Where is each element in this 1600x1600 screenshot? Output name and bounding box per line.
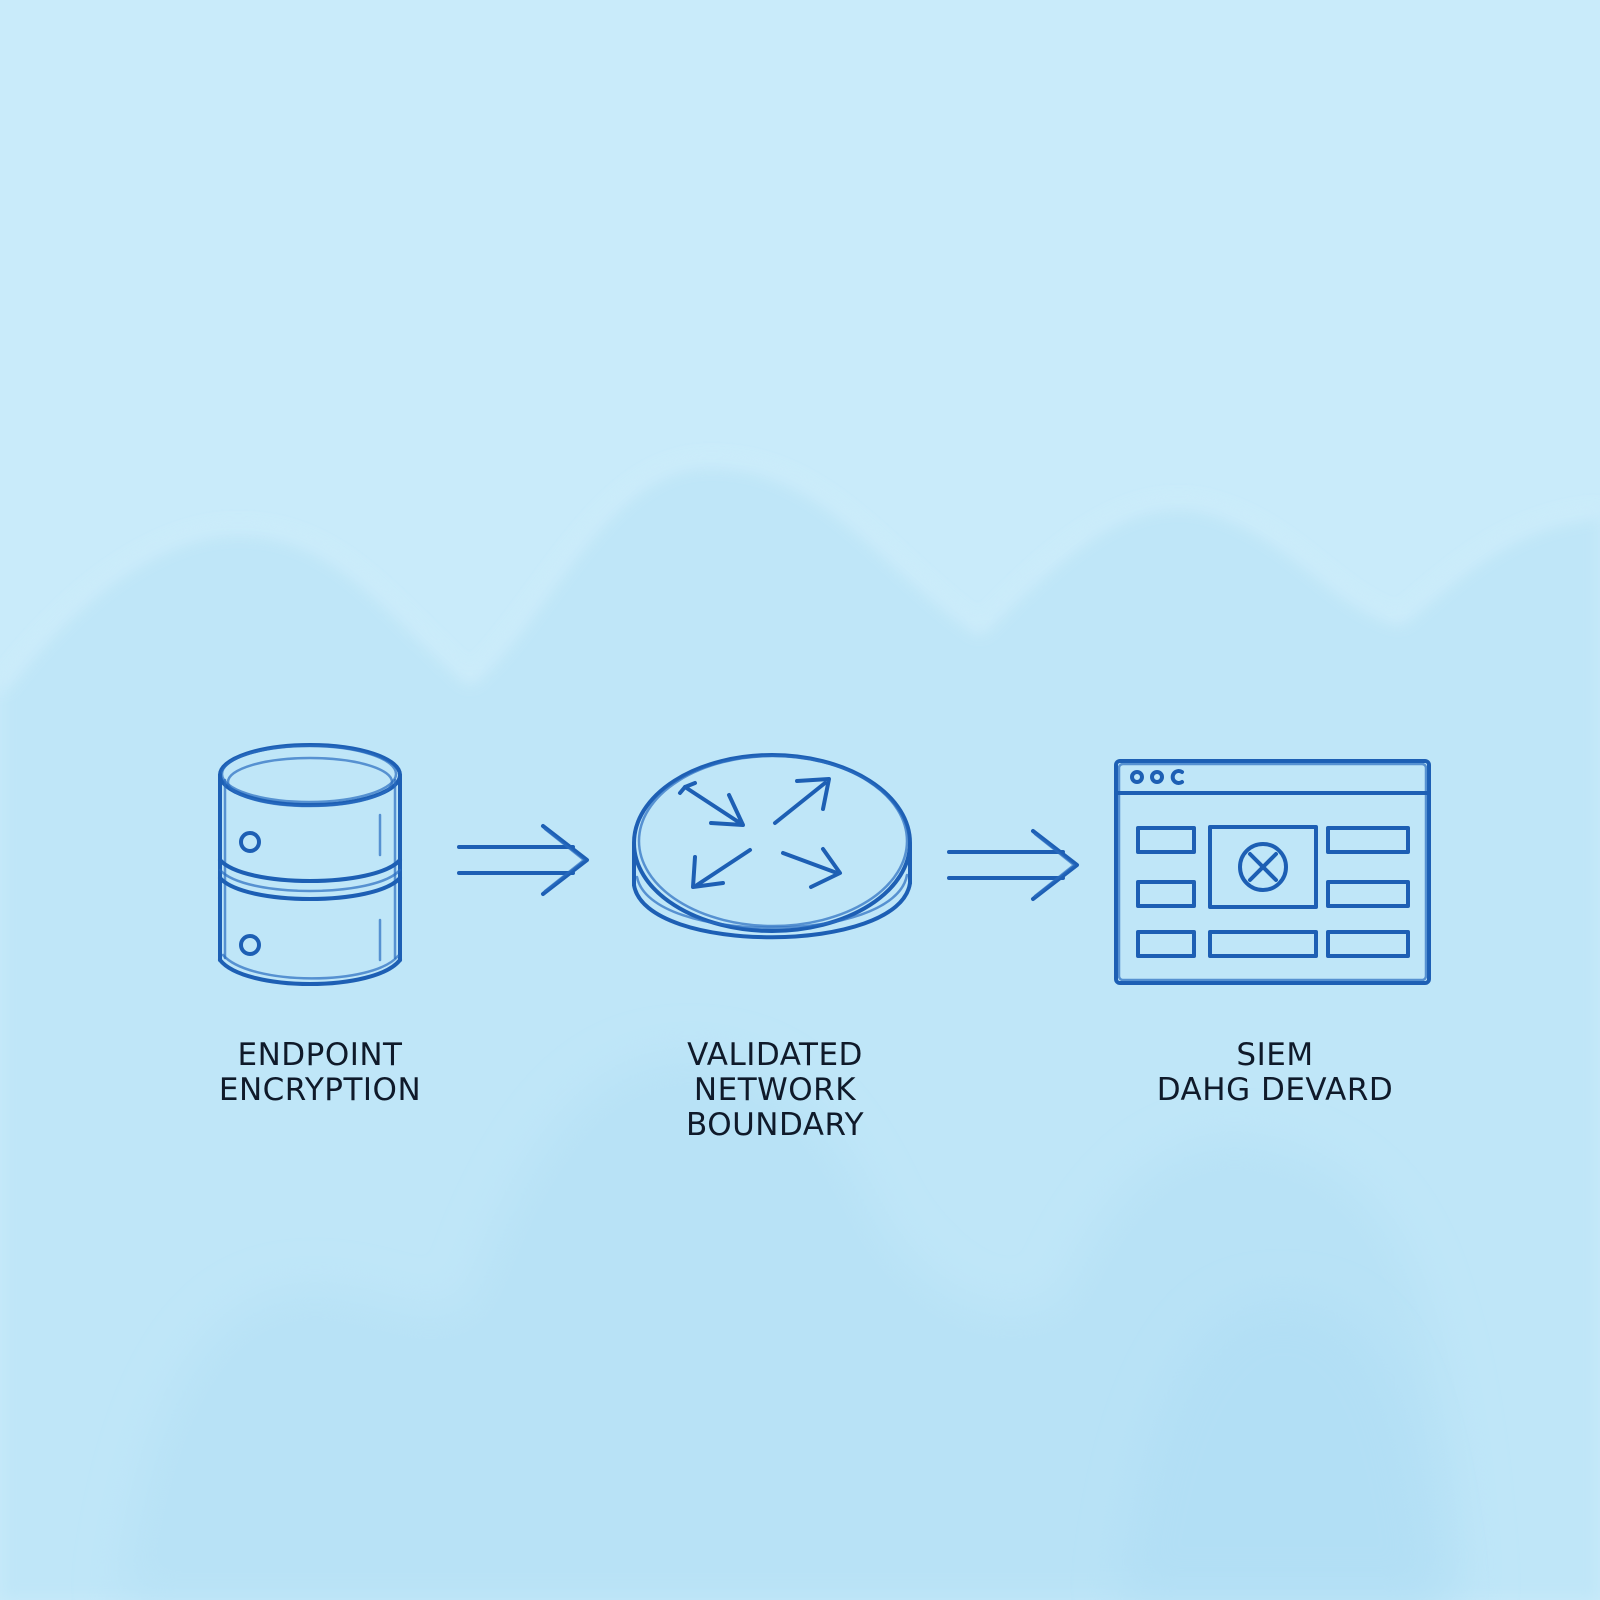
arrow-right-icon	[457, 824, 589, 896]
endpoint-encryption-label: ENDPOINT ENCRYPTION	[218, 1037, 422, 1108]
validated-network-boundary-label: VALIDATED NETWORK BOUNDARY	[685, 1037, 865, 1143]
database-icon	[218, 743, 402, 986]
siem-dashboard-label: SIEM DAHG DEVARD	[1156, 1037, 1394, 1108]
arrow-right-icon	[947, 829, 1079, 901]
router-icon	[632, 753, 912, 940]
dashboard-window-icon	[1114, 759, 1431, 985]
